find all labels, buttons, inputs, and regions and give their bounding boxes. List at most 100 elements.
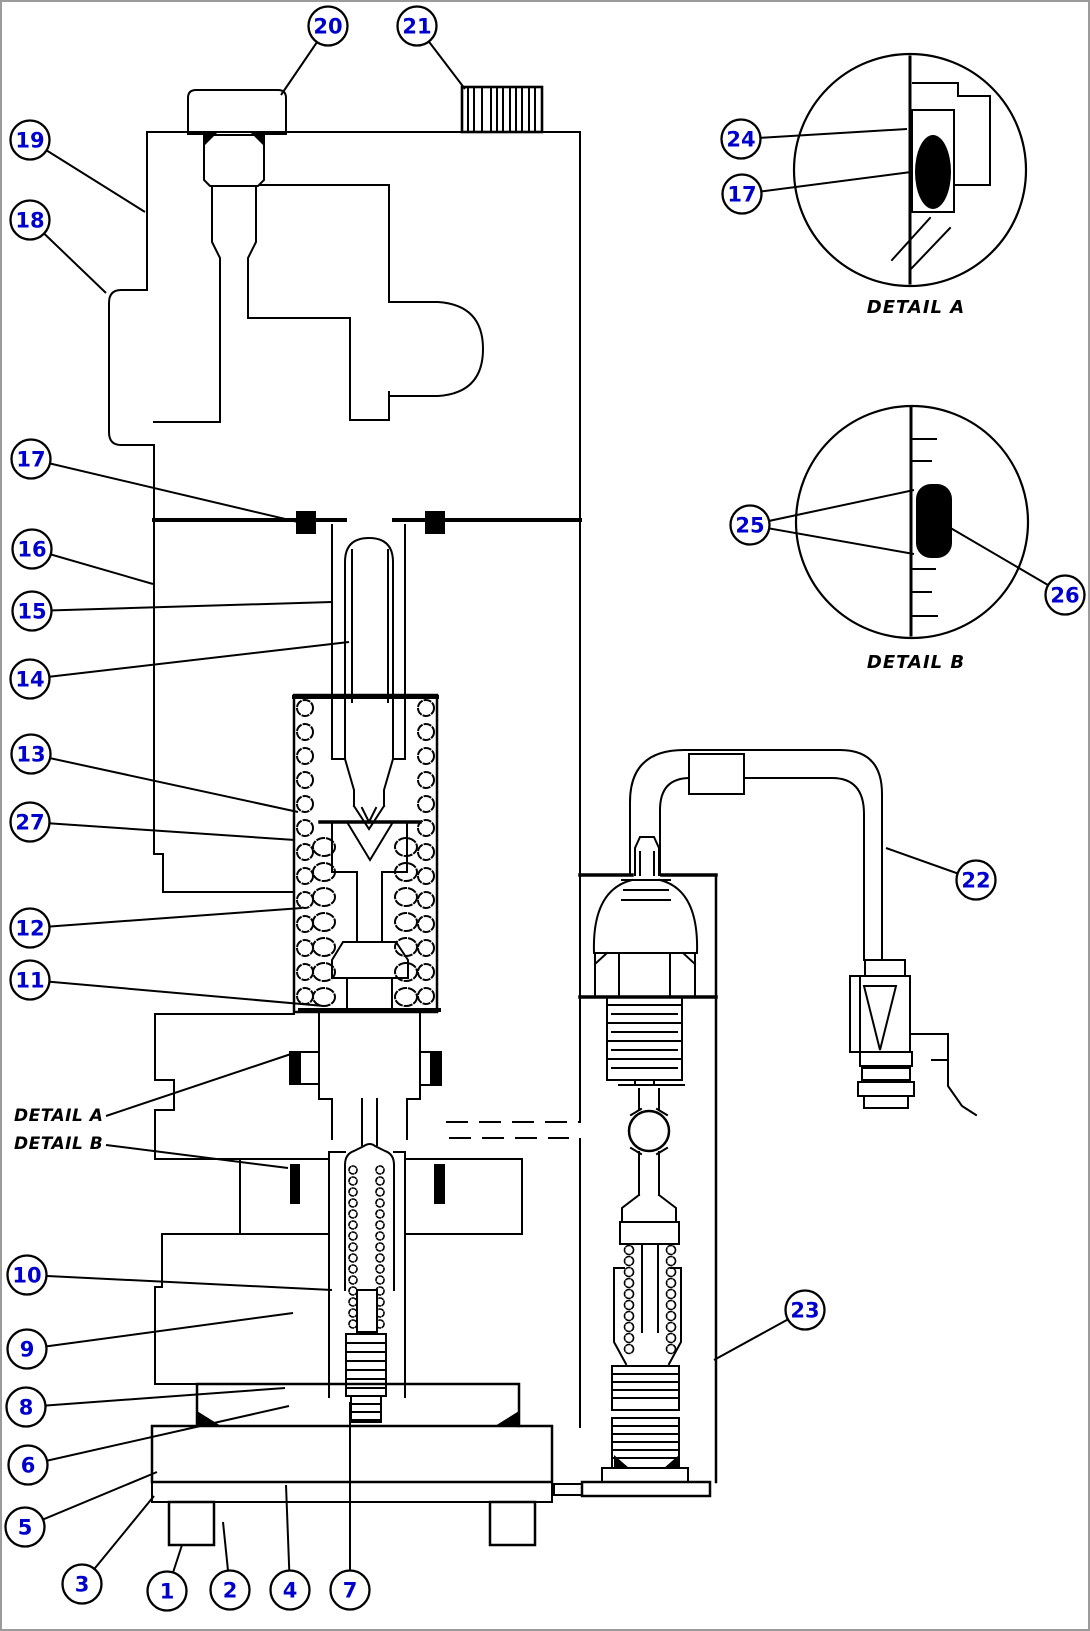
balloon-number: 26 xyxy=(1050,584,1079,608)
leader-line xyxy=(941,522,1066,596)
callout-balloon-4: 4 xyxy=(269,1569,311,1611)
leader-line xyxy=(31,601,333,612)
leader-line xyxy=(740,128,908,140)
threaded-section xyxy=(606,996,683,1081)
coil-flange xyxy=(601,1467,689,1483)
pilot-sleeve xyxy=(613,1267,682,1366)
plunger-tube xyxy=(343,536,395,760)
balloon-number: 6 xyxy=(21,1454,36,1478)
plug-lower xyxy=(350,1395,382,1423)
leader-line xyxy=(30,458,299,523)
detail-a-circle xyxy=(792,52,1028,288)
leader-lines xyxy=(24,25,1066,1592)
ball-stem-lower xyxy=(621,1151,677,1223)
balloon-number: 5 xyxy=(18,1516,33,1540)
callout-balloon-6: 6 xyxy=(7,1444,49,1486)
balloon-circle xyxy=(6,1328,48,1370)
main-valve-art xyxy=(108,52,1030,1547)
leader-line xyxy=(26,1312,294,1350)
leader-line xyxy=(26,1274,333,1291)
balloon-number: 8 xyxy=(19,1396,34,1420)
dashed-link-lines xyxy=(446,1121,581,1139)
balloon-number: 17 xyxy=(16,448,45,472)
detail-a-caption: DETAIL A xyxy=(866,297,966,318)
callout-balloon-17: 17 xyxy=(10,438,52,480)
balloon-number: 1 xyxy=(160,1580,175,1604)
callout-balloon-16: 16 xyxy=(11,528,53,570)
balloon-circle xyxy=(61,1563,103,1605)
bullet-chamber xyxy=(343,1143,396,1291)
callout-balloon-5: 5 xyxy=(4,1506,46,1548)
callout-balloon-15: 15 xyxy=(11,590,53,632)
pilot-spring xyxy=(623,1244,677,1355)
base-link xyxy=(553,1483,583,1496)
balloon-number: 3 xyxy=(75,1573,90,1597)
wing-seals xyxy=(290,1052,441,1085)
needle-tip xyxy=(343,757,395,831)
balloon-circle xyxy=(729,504,771,546)
callout-balloon-9: 9 xyxy=(6,1328,48,1370)
balloon-circle xyxy=(7,1444,49,1486)
balloon-circle xyxy=(9,199,51,241)
detail-b-circle xyxy=(794,404,1030,640)
connector-rib-4 xyxy=(863,1095,909,1109)
balloon-circle xyxy=(396,5,438,47)
callout-balloon-21: 21 xyxy=(396,5,438,47)
ribbed-plug-lines xyxy=(345,1342,387,1389)
pilot-piston xyxy=(619,1221,680,1245)
pilot-stem xyxy=(641,1243,659,1333)
thread-lines xyxy=(606,1004,683,1069)
leader-line xyxy=(25,1387,286,1408)
balloon-circle xyxy=(209,1569,251,1611)
balloon-number: 9 xyxy=(20,1338,35,1362)
connector-flange xyxy=(864,959,906,977)
connector-rib-3 xyxy=(857,1081,915,1097)
leader-line xyxy=(29,907,303,929)
balloon-number: 13 xyxy=(16,743,45,767)
leader-line xyxy=(29,641,350,680)
balloon-circle xyxy=(955,859,997,901)
balloon-circle xyxy=(329,1569,371,1611)
callout-balloon-19: 19 xyxy=(9,119,51,161)
plug-lower-lines xyxy=(350,1403,382,1421)
leader-line xyxy=(31,548,154,585)
callout-balloon-7: 7 xyxy=(329,1569,371,1611)
callout-balloon-22: 22 xyxy=(955,859,997,901)
balloon-circle xyxy=(9,658,51,700)
callout-balloon-20: 20 xyxy=(307,5,349,47)
balloon-number: 10 xyxy=(12,1264,41,1288)
base-strip xyxy=(151,1481,553,1503)
balloon-number: 11 xyxy=(15,969,44,993)
body-left-mid xyxy=(153,444,295,893)
pilot-bell xyxy=(592,878,699,955)
ball-chamfers xyxy=(629,1107,669,1156)
balloon-circle xyxy=(5,1386,47,1428)
balloon-circle xyxy=(10,733,52,775)
balloon-number: 27 xyxy=(15,811,44,835)
callout-balloon-13: 13 xyxy=(10,733,52,775)
callout-balloon-26: 26 xyxy=(1044,574,1086,616)
leader-line xyxy=(29,139,146,213)
callout-balloon-2: 2 xyxy=(209,1569,251,1611)
coil-base-plate xyxy=(580,1480,712,1498)
foot-left xyxy=(167,1500,216,1547)
detail-b-caption: DETAIL B xyxy=(866,652,966,673)
callout-balloon-27: 27 xyxy=(9,801,51,843)
coil-ribs-2-lines xyxy=(611,1425,680,1459)
detail-b-seal xyxy=(916,484,952,558)
land-seals xyxy=(290,1164,445,1204)
detail-reference-leader xyxy=(105,1144,289,1169)
balloon-number: 2 xyxy=(223,1579,238,1603)
callout-balloon-11: 11 xyxy=(9,959,51,1001)
balloon-circle xyxy=(721,173,763,215)
balloon-number: 17 xyxy=(727,183,756,207)
balloon-circle xyxy=(4,1506,46,1548)
base-plate xyxy=(150,1424,554,1484)
leader-line xyxy=(29,821,296,841)
balloon-circle xyxy=(307,5,349,47)
callout-balloon-12: 12 xyxy=(9,907,51,949)
balloon-circle xyxy=(11,590,53,632)
